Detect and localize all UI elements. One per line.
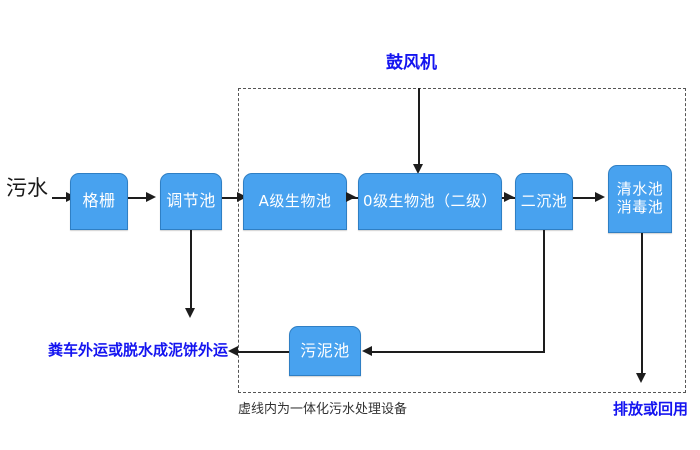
- node-a-stage-bio-tank[interactable]: A级生物池: [243, 173, 347, 230]
- node-o-stage-bio-tank[interactable]: 0级生物池（二级）: [358, 173, 502, 230]
- grate-to-equalization-arrowhead: [146, 192, 156, 202]
- inlet-label: 污水: [6, 176, 48, 200]
- equalization-to-a-tank-arrowhead: [237, 192, 247, 202]
- node-a-stage-bio-tank-label: A级生物池: [258, 191, 332, 210]
- clarifier-to-sludge-horizontal-line: [368, 351, 545, 353]
- equalization-to-haul-arrowhead: [185, 308, 195, 318]
- integrated-equipment-enclosure: [238, 88, 686, 393]
- node-clearwater-disinfection-tank-label: 清水池 消毒池: [616, 180, 664, 216]
- node-sludge-tank[interactable]: 污泥池: [289, 326, 361, 376]
- a-tank-to-o-tank-line: [347, 197, 367, 199]
- sludge-haul-label: 粪车外运或脱水成泥饼外运: [48, 341, 229, 359]
- node-sludge-tank-label: 污泥池: [300, 340, 350, 360]
- discharge-label: 排放或回用: [613, 400, 689, 418]
- a-tank-to-o-tank-arrowhead: [346, 192, 356, 202]
- equalization-to-a-tank-line: [222, 197, 242, 199]
- node-grate[interactable]: 格栅: [70, 173, 128, 230]
- clarifier-to-sludge-vertical-line: [543, 230, 545, 353]
- clarifier-to-clearwater-line: [573, 197, 597, 199]
- clearwater-to-discharge-line: [641, 233, 643, 375]
- clarifier-to-sludge-arrowhead: [362, 346, 372, 356]
- enclosure-caption: 虚线内为一体化污水处理设备: [238, 402, 408, 417]
- blower-connector-line: [418, 88, 420, 166]
- inlet-connector-line: [52, 197, 68, 199]
- node-secondary-clarifier-label: 二沉池: [520, 191, 568, 210]
- blower-label: 鼓风机: [386, 53, 437, 73]
- o-tank-to-clarifier-arrowhead: [504, 192, 514, 202]
- clarifier-to-clearwater-arrowhead: [595, 192, 605, 202]
- clearwater-to-discharge-arrowhead: [636, 373, 646, 383]
- grate-to-equalization-line: [128, 197, 148, 199]
- node-secondary-clarifier[interactable]: 二沉池: [515, 173, 573, 230]
- sludge-tank-to-haul-line: [233, 351, 289, 353]
- sludge-tank-to-haul-arrowhead: [228, 346, 238, 356]
- blower-connector-arrowhead: [413, 164, 423, 174]
- node-o-stage-bio-tank-label: 0级生物池（二级）: [362, 191, 498, 210]
- node-clearwater-disinfection-tank[interactable]: 清水池 消毒池: [608, 165, 672, 233]
- node-equalization-tank-label: 调节池: [166, 191, 216, 211]
- node-grate-label: 格栅: [82, 191, 116, 211]
- equalization-to-haul-line: [190, 230, 192, 310]
- node-equalization-tank[interactable]: 调节池: [160, 173, 222, 230]
